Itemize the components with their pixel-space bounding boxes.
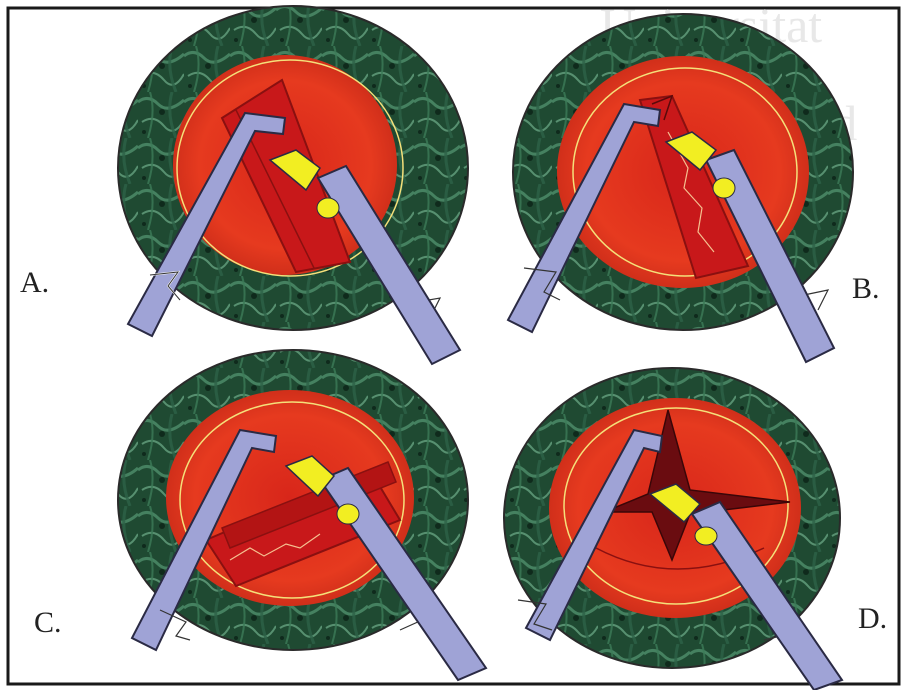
panel-label-d: D. bbox=[858, 602, 887, 635]
panel-label-a: A. bbox=[20, 266, 49, 299]
panel-label-c: C. bbox=[34, 606, 62, 639]
panel-label-b: B. bbox=[852, 272, 880, 305]
